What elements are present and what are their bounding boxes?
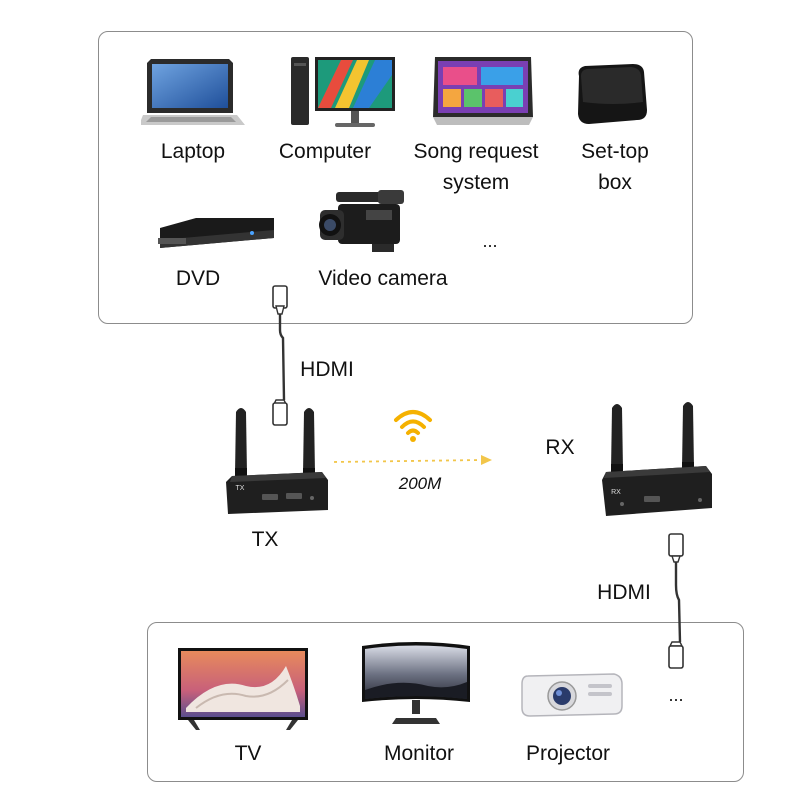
monitor-label: Monitor [360,738,478,769]
wifi-icon [392,404,434,444]
more-displays-label: ... [656,680,696,711]
hdmi-cable-bottom [669,534,683,668]
rx-antenna-right [682,402,694,472]
tx-label: TX [240,524,290,555]
monitor-icon [358,640,474,726]
transmitter-unit [226,472,328,514]
hdmi-label-bottom: HDMI [589,577,659,608]
hdmi-cable-top [273,286,287,425]
distance-label: 200M [380,468,460,499]
hdmi-label-top: HDMI [292,354,362,385]
tx-badge: TX [230,484,250,493]
rx-label: RX [538,432,582,463]
wireless-link-arrow [334,455,492,465]
projector-label: Projector [506,738,630,769]
rx-antenna-left [611,404,623,474]
tx-antenna-right [303,408,315,478]
tv-icon [176,646,310,736]
projector-icon [518,664,626,720]
tv-label: TV [218,738,278,769]
tx-antenna-left [235,408,247,478]
rx-badge: RX [606,488,626,497]
